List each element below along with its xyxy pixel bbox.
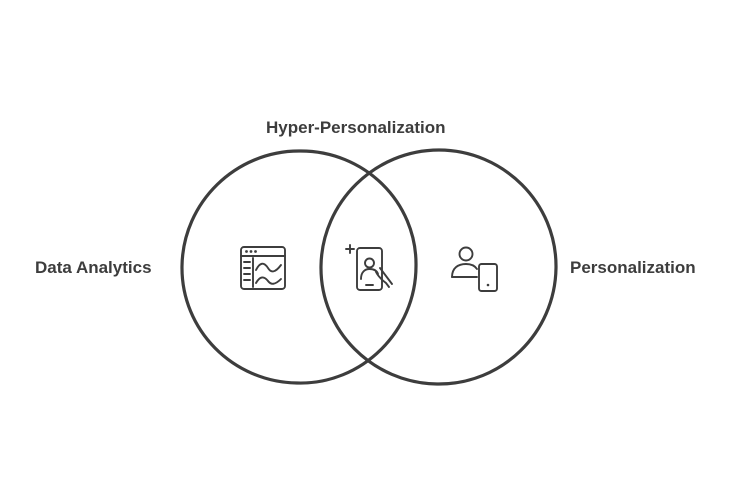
mobile-user-touch-icon — [345, 244, 393, 291]
data-analytics-label: Data Analytics — [35, 258, 152, 277]
data-analytics-circle — [180, 149, 418, 385]
personalization-circle — [319, 148, 558, 386]
intersection-label: Hyper-Personalization — [266, 118, 446, 137]
analytics-dashboard-icon — [240, 246, 286, 290]
user-mobile-icon — [451, 246, 498, 292]
personalization-label: Personalization — [570, 258, 696, 277]
